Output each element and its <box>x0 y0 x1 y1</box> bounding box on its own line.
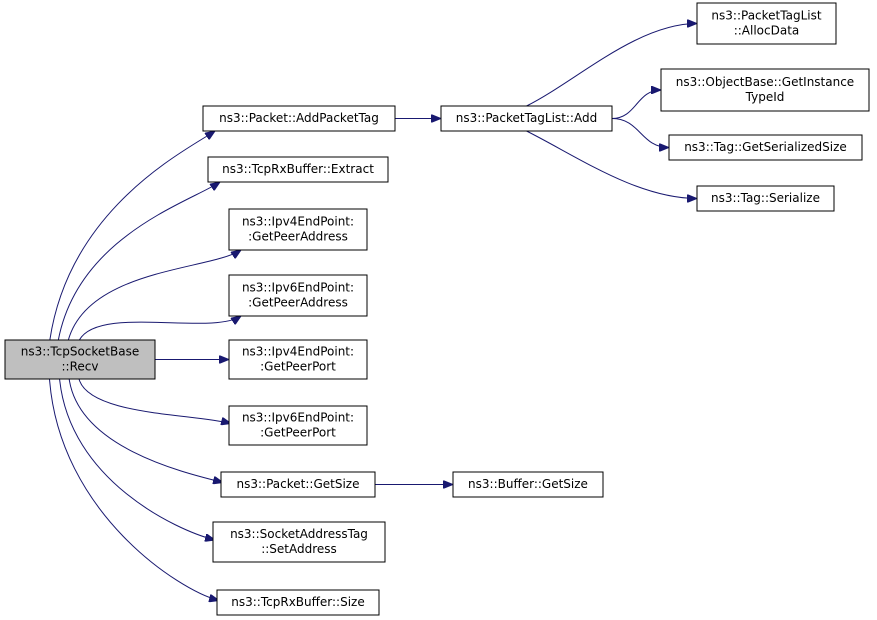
node-label: ns3::TcpRxBuffer::Size <box>231 595 364 609</box>
node-label: ns3::TcpSocketBase <box>21 345 139 359</box>
node-label: ns3::Tag::GetSerializedSize <box>684 140 847 154</box>
node-box <box>228 274 368 317</box>
node-label: ::Recv <box>62 360 99 374</box>
node-box <box>207 156 389 183</box>
node-label: :GetPeerAddress <box>248 230 348 244</box>
edge-recv-to-setaddress <box>59 378 215 540</box>
node-recv[interactable]: ns3::TcpSocketBase::Recv <box>4 339 156 380</box>
node-label: :GetPeerPort <box>260 360 336 374</box>
node-box <box>696 185 835 212</box>
edge-recv-to-addpackettag <box>49 131 215 341</box>
node-box <box>228 208 368 251</box>
edge-taglistadd-to-getserializedsize <box>611 118 669 148</box>
node-box <box>668 134 863 161</box>
node-getserializedsize[interactable]: ns3::Tag::GetSerializedSize <box>668 134 863 161</box>
node-rxsize[interactable]: ns3::TcpRxBuffer::Size <box>216 589 380 616</box>
edge-recv-to-ipv6peeraddr <box>78 316 241 341</box>
node-box <box>452 471 604 498</box>
node-label: ns3::PacketTagList::Add <box>456 111 597 125</box>
edge-taglistadd-to-getinstancetypeid <box>611 90 661 119</box>
edge-recv-to-packetgetsize <box>68 378 223 483</box>
node-taglistadd[interactable]: ns3::PacketTagList::Add <box>440 105 613 132</box>
node-label: :GetPeerPort <box>260 426 336 440</box>
node-box <box>228 405 368 446</box>
node-box <box>202 105 396 132</box>
node-box <box>212 521 386 563</box>
node-serialize[interactable]: ns3::Tag::Serialize <box>696 185 835 212</box>
nodes-layer: ns3::TcpSocketBase::Recv ns3::Packet::Add… <box>4 2 870 616</box>
node-ipv4peeraddr[interactable]: ns3::Ipv4EndPoint::GetPeerAddress <box>228 208 368 251</box>
node-box <box>216 589 380 616</box>
edge-recv-to-rxsize <box>49 378 220 601</box>
node-ipv6peeraddr[interactable]: ns3::Ipv6EndPoint::GetPeerAddress <box>228 274 368 317</box>
node-label: TypeId <box>745 90 785 104</box>
node-label: :GetPeerAddress <box>248 296 348 310</box>
edge-taglistadd-to-serialize <box>526 130 698 199</box>
node-setaddress[interactable]: ns3::SocketAddressTag::SetAddress <box>212 521 386 563</box>
edge-recv-to-rxextract <box>57 182 220 341</box>
node-box <box>220 471 376 498</box>
node-ipv6peerport[interactable]: ns3::Ipv6EndPoint::GetPeerPort <box>228 405 368 446</box>
edge-recv-to-ipv6peerport <box>78 378 231 424</box>
node-label: ns3::ObjectBase::GetInstance <box>676 75 854 89</box>
node-allocdata[interactable]: ns3::PacketTagList::AllocData <box>696 2 837 45</box>
node-box <box>440 105 613 132</box>
node-label: ns3::Buffer::GetSize <box>468 477 588 491</box>
node-label: ns3::Tag::Serialize <box>711 191 820 205</box>
node-label: ns3::Ipv6EndPoint: <box>242 411 354 425</box>
node-label: ns3::SocketAddressTag <box>230 527 368 541</box>
node-label: ns3::TcpRxBuffer::Extract <box>222 162 374 176</box>
node-label: ::SetAddress <box>261 542 337 556</box>
node-box <box>660 68 870 112</box>
node-addpackettag[interactable]: ns3::Packet::AddPacketTag <box>202 105 396 132</box>
node-ipv4peerport[interactable]: ns3::Ipv4EndPoint::GetPeerPort <box>228 339 368 380</box>
node-rxextract[interactable]: ns3::TcpRxBuffer::Extract <box>207 156 389 183</box>
edge-taglistadd-to-allocdata <box>526 24 698 107</box>
node-label: ns3::Packet::AddPacketTag <box>219 111 379 125</box>
node-label: ns3::PacketTagList <box>711 9 821 23</box>
node-label: ns3::Ipv6EndPoint: <box>242 281 354 295</box>
node-box <box>228 339 368 380</box>
node-box <box>4 339 156 380</box>
node-label: ns3::Packet::GetSize <box>237 477 360 491</box>
node-box <box>696 2 837 45</box>
node-label: ns3::Ipv4EndPoint: <box>242 345 354 359</box>
edge-recv-to-ipv4peeraddr <box>67 250 241 341</box>
node-bufgetsize[interactable]: ns3::Buffer::GetSize <box>452 471 604 498</box>
node-packetgetsize[interactable]: ns3::Packet::GetSize <box>220 471 376 498</box>
node-label: ns3::Ipv4EndPoint: <box>242 215 354 229</box>
edges-layer <box>49 24 698 601</box>
node-label: ::AllocData <box>734 24 800 38</box>
